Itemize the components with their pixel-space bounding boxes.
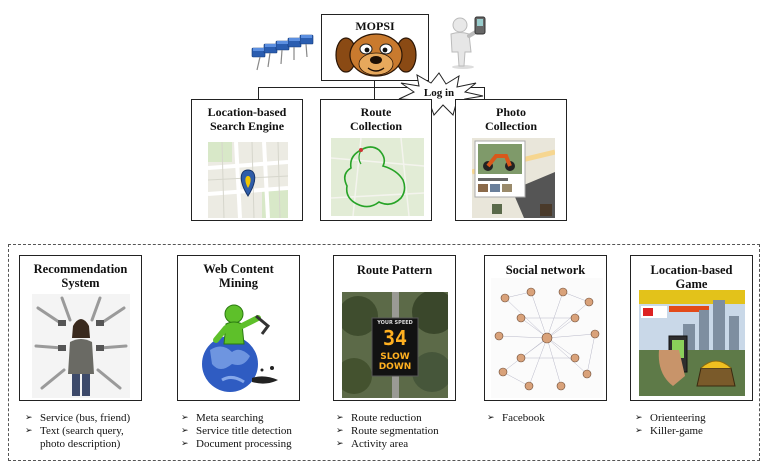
service-search-engine-title: Location-based Search Engine [192,105,302,133]
research-social-network-bullets: Facebook [487,412,545,425]
route-map-image [331,138,424,216]
recommendation-image [32,294,130,398]
photo-collection-image [472,138,555,218]
service-photo-collection-box: Photo Collection [455,99,567,221]
login-label: Log in [393,87,485,99]
research-location-game-bullets: Orienteering Killer-game [635,412,706,438]
research-web-mining-title: Web Content Mining [178,262,299,290]
research-route-pattern-box: Route Pattern YOUR SPEED 34 SLOW DOWN [333,255,456,401]
research-web-mining-box: Web Content Mining [177,255,300,401]
bullet-item: Route segmentation [336,425,439,438]
research-web-mining-bullets: Meta searching Service title detection D… [181,412,292,451]
bullet-item: Route reduction [336,412,439,425]
bullet-item: Killer-game [635,425,706,438]
connector-left [258,87,259,99]
speed-sign-bottom-label: SLOW DOWN [376,352,414,372]
speed-sign-image: YOUR SPEED 34 SLOW DOWN [342,292,448,398]
location-game-image [639,290,745,396]
research-social-network-title: Social network [485,263,606,277]
bullet-item: Orienteering [635,412,706,425]
person-with-phone-image [443,14,491,70]
research-route-pattern-title: Route Pattern [334,263,455,277]
research-recommendation-bullets: Service (bus, friend) Text (search query… [25,412,145,451]
service-route-collection-box: Route Collection [320,99,432,221]
service-search-engine-box: Location-based Search Engine [191,99,303,221]
social-graph-image [491,278,603,398]
research-location-game-box: Location-based Game [630,255,753,401]
mopsi-box: MOPSI [321,14,429,81]
web-mining-image [192,294,286,398]
research-recommendation-title: Recommendation System [20,262,141,290]
bullet-item: Activity area [336,438,439,451]
bullet-item: Facebook [487,412,545,425]
bullet-item: Text (search query, photo description) [25,425,145,451]
connector-middle [374,87,375,99]
service-route-collection-title: Route Collection [321,105,431,133]
research-recommendation-box: Recommendation System [19,255,142,401]
research-location-game-title: Location-based Game [631,263,752,291]
research-route-pattern-bullets: Route reduction Route segmentation Activ… [336,412,439,451]
mopsi-title: MOPSI [322,19,428,33]
bullet-item: Service (bus, friend) [25,412,145,425]
service-photo-collection-title: Photo Collection [456,105,566,133]
map-with-pin-image [208,142,288,218]
server-blocks-image [248,30,320,74]
bullet-item: Meta searching [181,412,292,425]
speed-sign-value: 34 [372,326,418,350]
research-social-network-box: Social network [484,255,607,401]
bullet-item: Document processing [181,438,292,451]
bullet-item: Service title detection [181,425,292,438]
